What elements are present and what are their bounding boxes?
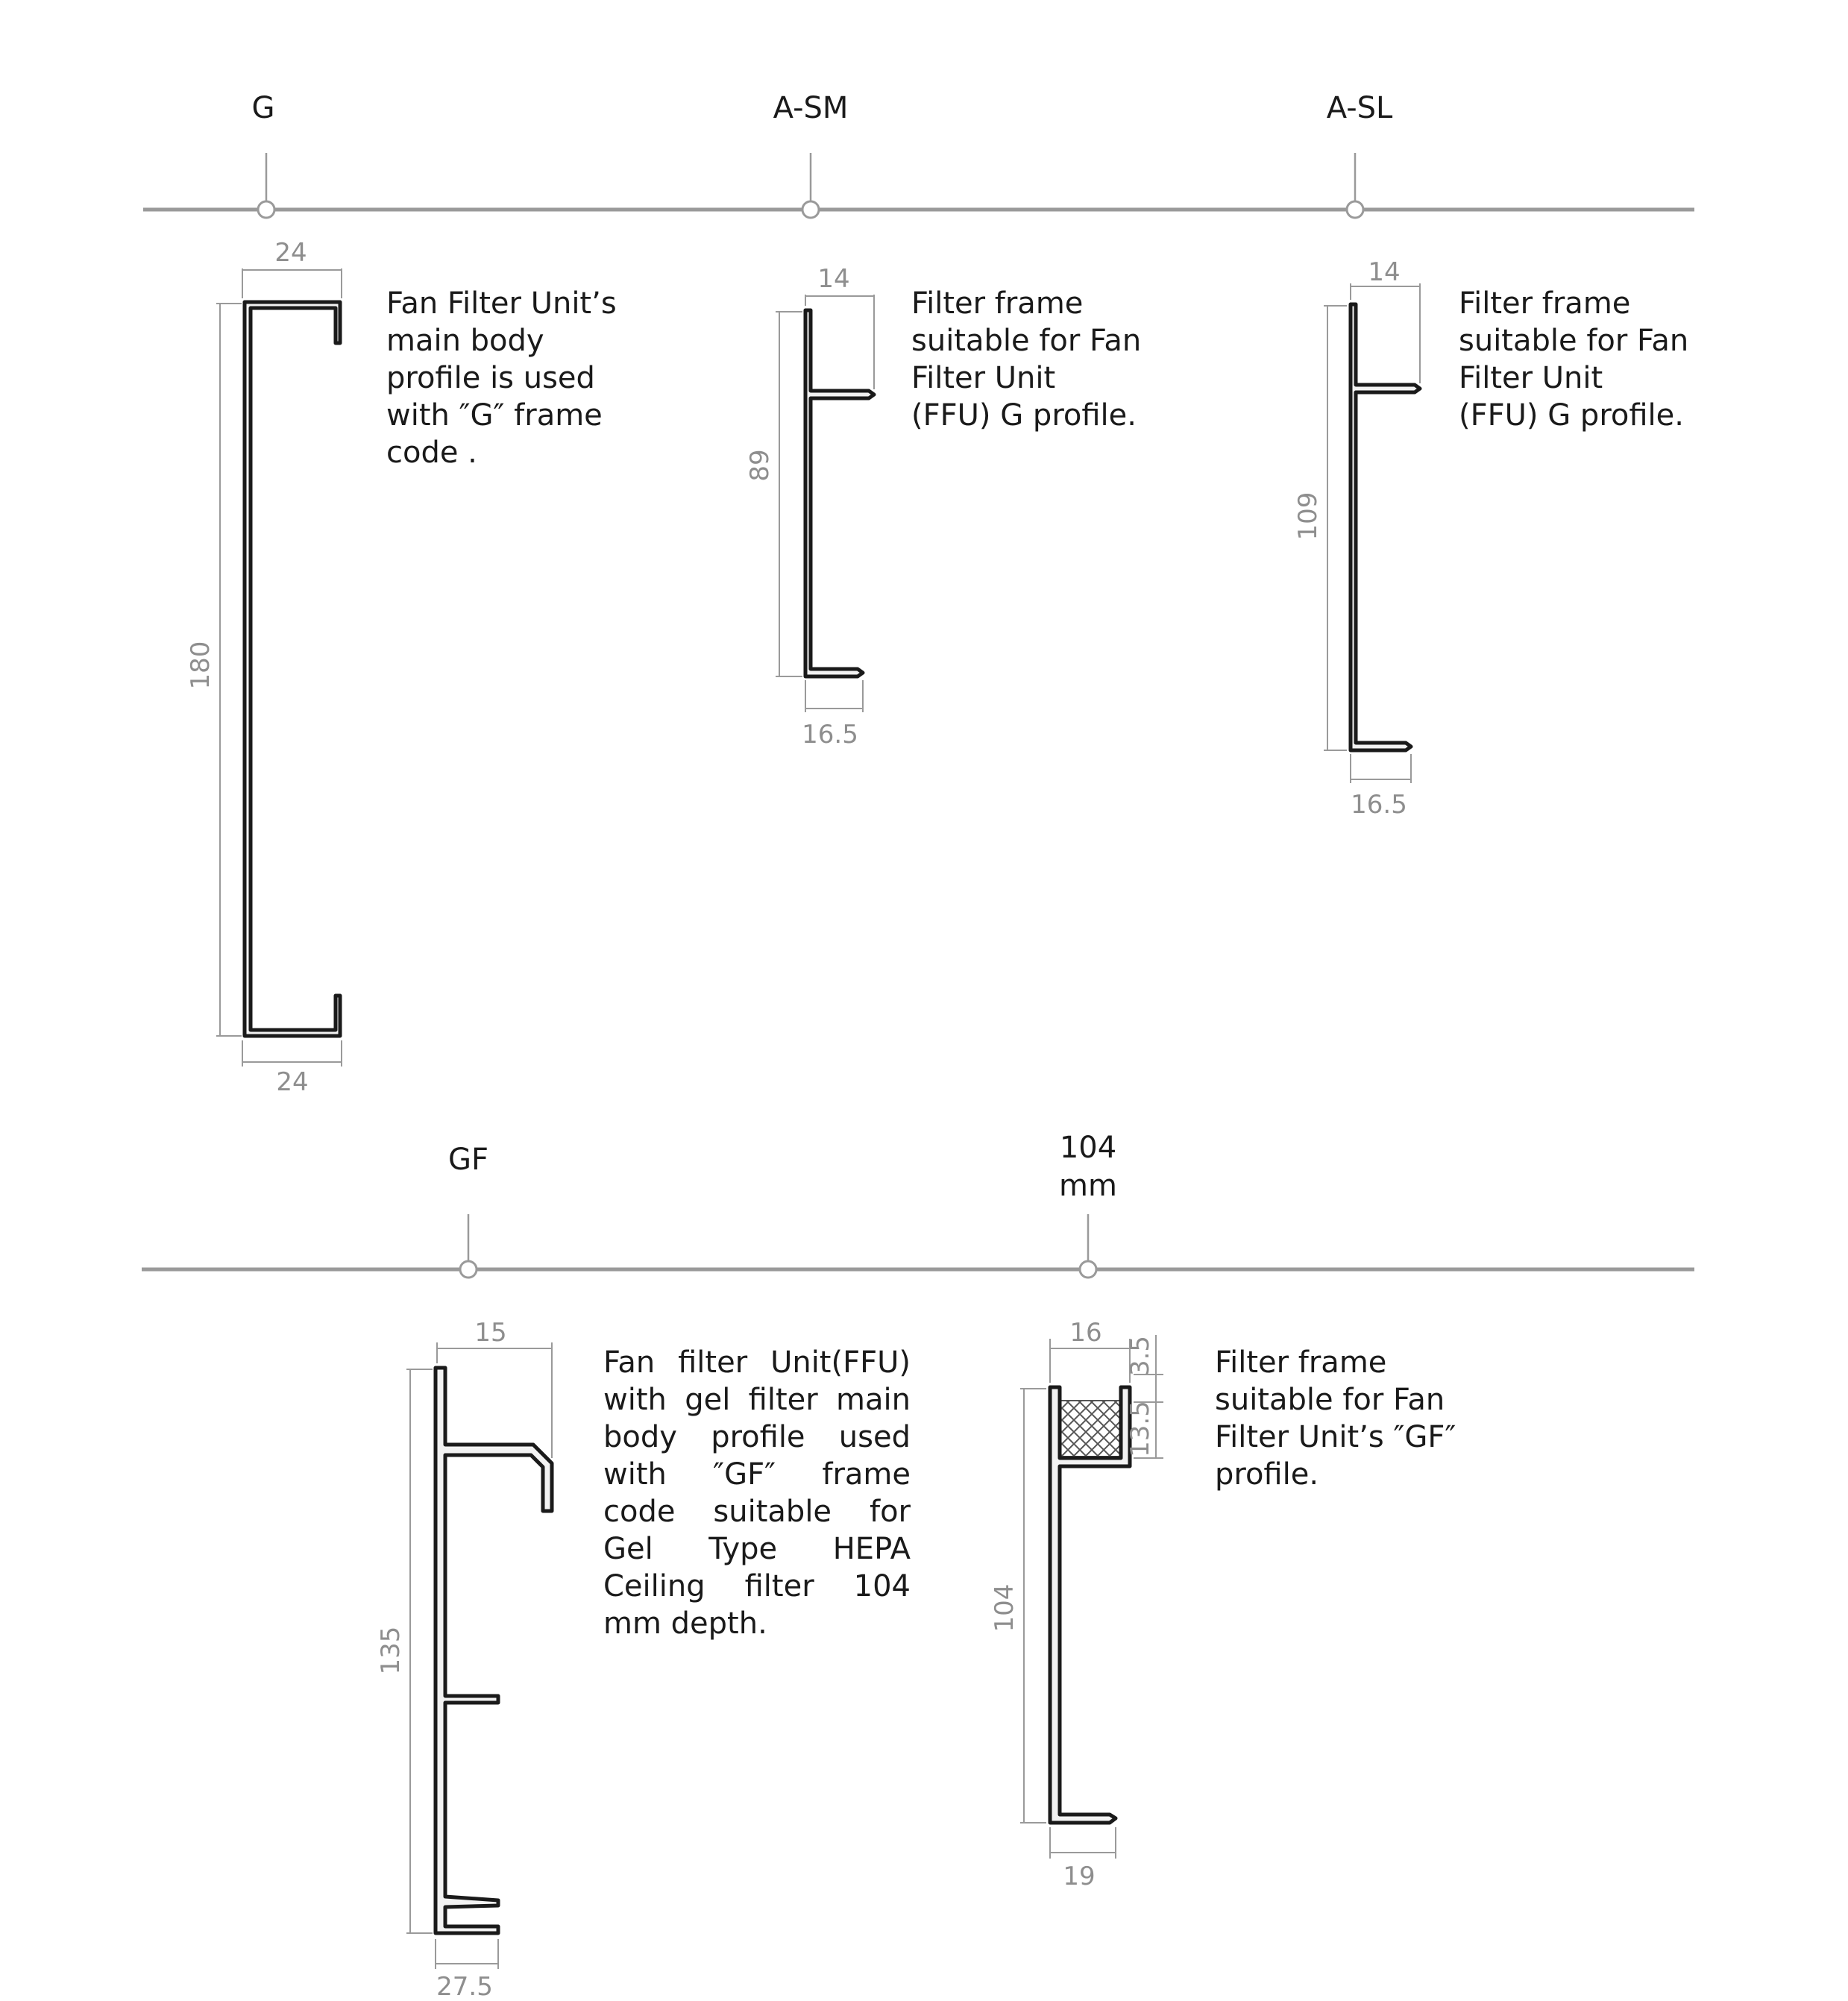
profile-gf-shape	[433, 1366, 554, 1935]
dim-gf-top: 15	[474, 1318, 506, 1348]
code-label-a-sl: A-SL	[1327, 91, 1393, 125]
node-a-sm	[801, 200, 820, 219]
node-g	[257, 200, 276, 219]
dim-a-sm-height: 89	[745, 449, 775, 481]
profile-a-sm-shape	[803, 308, 876, 679]
dim-g-top: 24	[274, 238, 307, 268]
dim-104mm-right-mid: 13.5	[1125, 1401, 1155, 1457]
profile-104mm-shape	[1048, 1385, 1132, 1825]
dim-a-sl-height: 109	[1293, 492, 1323, 541]
code-label-104: 104	[1060, 1131, 1116, 1165]
profile-a-sl: 14 109 16.5	[1293, 257, 1422, 820]
description-gf: Fan filter Unit(FFU) with gel filter mai…	[603, 1345, 911, 1641]
description-a-sm: Filter frame suitable for Fan Filter Uni…	[911, 286, 1142, 433]
dim-a-sm-top: 14	[817, 264, 849, 294]
profile-g-shape	[242, 300, 342, 1038]
profile-g: 24 180 24	[186, 238, 342, 1097]
profile-gf: 15 135 27.5	[376, 1318, 554, 2001]
node-104mm	[1078, 1260, 1098, 1279]
dim-g-height: 180	[186, 641, 216, 690]
description-g: Fan Filter Unit’s main body profile is u…	[386, 286, 617, 470]
code-label-gf: GF	[448, 1143, 488, 1177]
profile-a-sl-shape	[1348, 302, 1422, 753]
dim-gf-bottom: 27.5	[436, 1972, 493, 2001]
code-label-g: G	[252, 91, 275, 125]
dim-104mm-top: 16	[1069, 1318, 1101, 1348]
dim-g-bottom: 24	[276, 1067, 308, 1097]
description-a-sl: Filter frame suitable for Fan Filter Uni…	[1459, 286, 1689, 433]
dim-104mm-height: 104	[990, 1584, 1019, 1633]
node-a-sl	[1345, 200, 1365, 219]
profile-104mm: 16 3.5 13.5 104 19	[990, 1318, 1163, 1891]
dim-a-sl-top: 14	[1368, 257, 1400, 287]
dim-gf-height: 135	[376, 1627, 406, 1675]
dim-104mm-bottom: 19	[1063, 1862, 1095, 1891]
dim-a-sl-bottom: 16.5	[1351, 790, 1407, 820]
profile-a-sm: 14 89 16.5	[745, 264, 876, 750]
description-104mm: Filter frame suitable for Fan Filter Uni…	[1215, 1345, 1456, 1492]
dim-a-sm-bottom: 16.5	[802, 720, 858, 750]
code-label-mm: mm	[1059, 1169, 1117, 1203]
node-gf	[459, 1260, 478, 1279]
dim-104mm-right-top: 3.5	[1125, 1336, 1155, 1376]
gel-filter-hatch	[1058, 1400, 1124, 1457]
code-label-a-sm: A-SM	[773, 91, 849, 125]
